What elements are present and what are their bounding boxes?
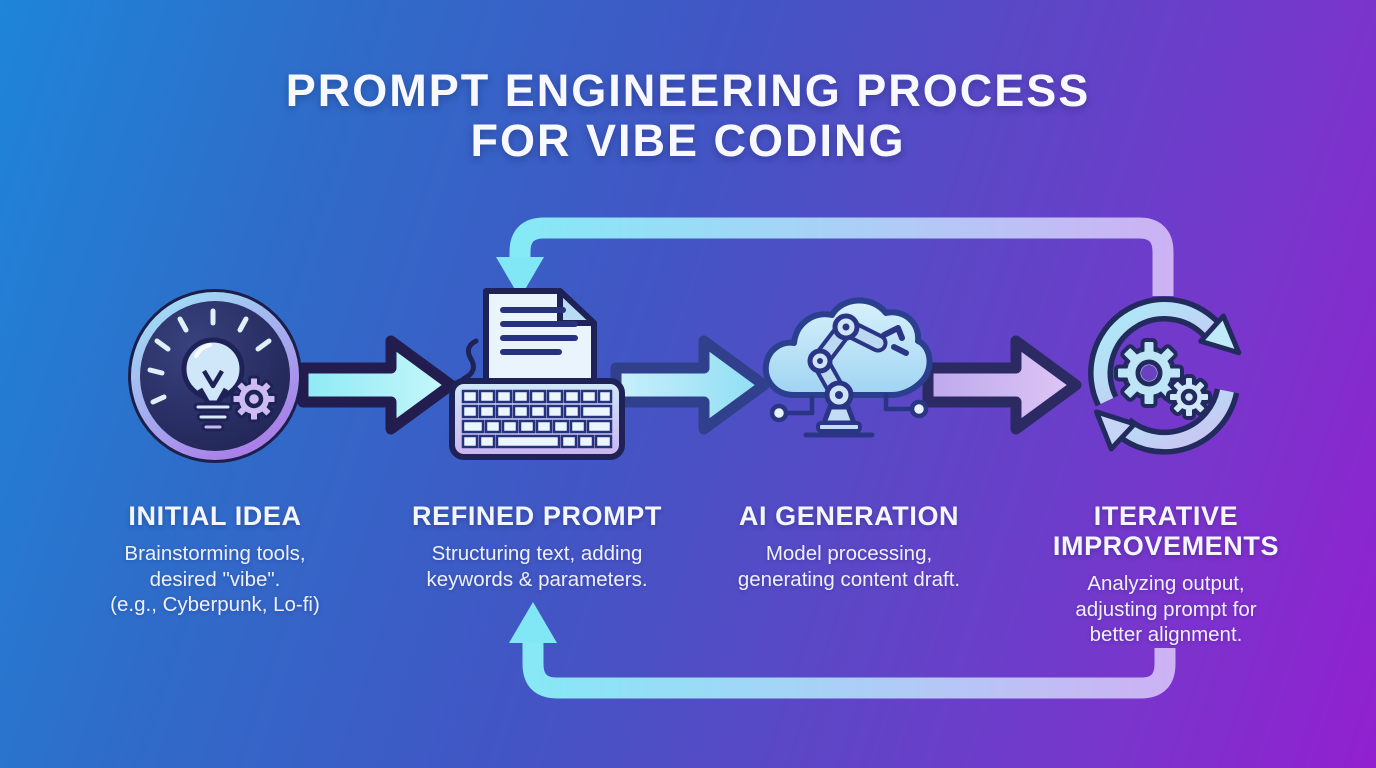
stage-heading: INITIAL IDEA — [128, 501, 302, 531]
stage-iterative-improvements: ITERATIVE IMPROVEMENTS Analyzing output,… — [1016, 283, 1316, 648]
stage-heading: REFINED PROMPT — [412, 501, 662, 531]
stage-description: Structuring text, adding keywords & para… — [426, 542, 648, 591]
stage-description: Analyzing output, adjusting prompt for b… — [1075, 572, 1257, 647]
forward-arrow-2 — [610, 335, 770, 435]
title-line-1: PROMPT ENGINEERING PROCESS — [285, 65, 1091, 116]
stage-initial-idea: INITIAL IDEA Brainstorming tools, desire… — [65, 283, 365, 617]
lightbulb-gear-icon — [65, 283, 365, 475]
cycle-gears-icon — [1016, 283, 1316, 475]
stage-heading: ITERATIVE IMPROVEMENTS — [1052, 501, 1280, 562]
stage-refined-prompt: REFINED PROMPT Structuring text, adding … — [387, 283, 687, 592]
stage-description: Model processing, generating content dra… — [737, 542, 961, 591]
title-line-2: FOR VIBE CODING — [470, 115, 906, 167]
stage-heading: AI GENERATION — [738, 501, 960, 531]
cloud-robot-arm-icon — [699, 283, 999, 475]
document-keyboard-icon — [387, 283, 687, 475]
stage-ai-generation: AI GENERATION Model processing, generati… — [699, 283, 999, 592]
forward-arrow-3 — [922, 335, 1082, 435]
page-title: PROMPT ENGINEERING PROCESS FOR VIBE CODI… — [0, 65, 1376, 167]
stage-description: Brainstorming tools, desired "vibe". (e.… — [110, 542, 320, 617]
forward-arrow-1 — [297, 335, 457, 435]
